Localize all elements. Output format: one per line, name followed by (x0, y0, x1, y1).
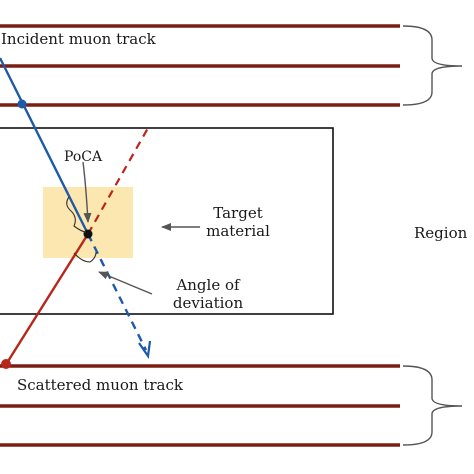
incident-track-label: Incident muon track (1, 30, 156, 48)
angle-of-deviation-label: Angle of deviation (166, 276, 250, 312)
angle-arrow (98, 271, 153, 295)
lower-brace (402, 365, 463, 446)
poca-bracket (66, 196, 87, 233)
target-material-block (43, 187, 133, 258)
region-frame (0, 127, 334, 315)
scattered-extrapolation (87, 127, 149, 235)
poca-label: PoCA (64, 149, 103, 165)
angle-label-line-2: deviation (172, 294, 244, 312)
target-label-line-1: Target (213, 204, 263, 222)
region-label: Region (414, 224, 468, 242)
incident-hit-point (17, 99, 27, 109)
lower-detector-planes (0, 364, 400, 447)
angle-bracket (73, 251, 97, 263)
incident-track (0, 57, 90, 235)
poca-arrow (82, 161, 92, 223)
upper-brace (402, 25, 463, 106)
incident-extrapolation-arrowhead (138, 340, 152, 359)
scattered-track (3, 233, 90, 367)
upper-detector-planes (0, 24, 400, 107)
target-label-line-2: material (206, 222, 270, 240)
incident-extrapolation (86, 233, 148, 351)
target-material-label: Target material (203, 204, 273, 240)
angle-label-line-1: Angle of (176, 276, 240, 294)
scattered-track-label: Scattered muon track (17, 376, 183, 394)
poca-point (83, 229, 93, 239)
scattered-hit-point (1, 359, 11, 369)
